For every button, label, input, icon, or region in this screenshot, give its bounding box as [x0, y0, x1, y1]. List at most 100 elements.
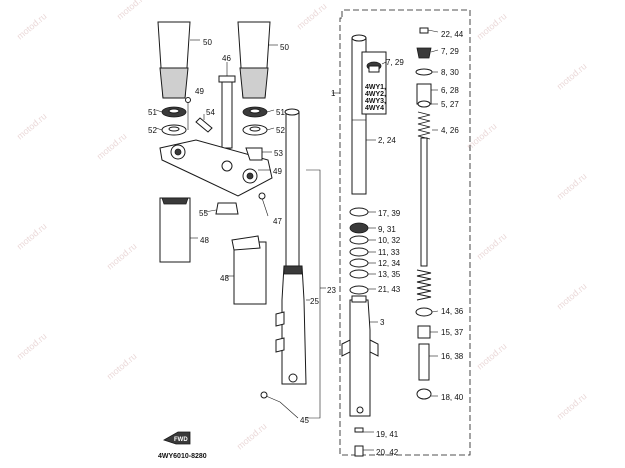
- fork-spring: [417, 111, 438, 140]
- inner-tube: [284, 108, 300, 271]
- bolt-47: [258, 192, 269, 217]
- rebound-spring: [416, 269, 432, 301]
- callout-c46: 46: [222, 54, 231, 63]
- watermark-text: motod.ru: [555, 391, 589, 421]
- callout-c53: 53: [274, 149, 283, 158]
- damper-rod: [420, 137, 428, 267]
- callout-c7_29b: 7, 29: [441, 47, 459, 56]
- lower-damper-parts: [415, 307, 439, 400]
- callout-c50b: 50: [280, 43, 289, 52]
- fork-assembly-frame: [339, 9, 471, 456]
- watermark-text: motod.ru: [555, 281, 589, 311]
- callout-c2_24: 2, 24: [378, 136, 396, 145]
- leader-7-29a: [381, 61, 387, 65]
- watermark-text: motod.ru: [95, 131, 129, 161]
- watermark-text: motod.ru: [295, 1, 329, 31]
- watermark-text: motod.ru: [105, 241, 139, 271]
- callout-labels: 50 50 46 49 51 54 51 52 52 53 49 47 55 48 48 23 25 45 1 7, …: [148, 30, 464, 457]
- model-label-2: 4WY2,: [365, 91, 386, 98]
- lower-cover-left: [159, 197, 198, 263]
- callout-c50a: 50: [203, 38, 212, 47]
- callout-c21_43: 21, 43: [378, 285, 401, 294]
- watermark-text: motod.ru: [15, 111, 49, 141]
- hose-guide-54: [195, 114, 213, 133]
- callout-c22_44: 22, 44: [441, 30, 464, 39]
- callout-c10_32: 10, 32: [378, 236, 401, 245]
- fork-cap-leaders: [427, 29, 439, 105]
- nut-55: [204, 202, 239, 215]
- bracket-53: [245, 147, 272, 161]
- fork-cap-bolt: [415, 27, 433, 108]
- bolt-49-top: [185, 97, 191, 130]
- callout-c48b: 48: [220, 274, 229, 283]
- callout-c49a: 49: [195, 87, 204, 96]
- callout-c51a: 51: [148, 108, 157, 117]
- watermark-text: motod.ru: [475, 231, 509, 261]
- watermark-text: motod.ru: [15, 11, 49, 41]
- callout-c55: 55: [199, 209, 208, 218]
- callout-c14_36: 14, 36: [441, 307, 464, 316]
- watermark-text: motod.ru: [15, 221, 49, 251]
- callout-c52a: 52: [148, 126, 157, 135]
- watermark-text: motod.ru: [555, 61, 589, 91]
- callout-c49b: 49: [273, 167, 282, 176]
- under-bracket: [159, 139, 273, 197]
- leader-23-bracket: [306, 169, 321, 419]
- callout-c23: 23: [327, 286, 336, 295]
- bearing-left: [161, 106, 187, 136]
- callout-c13_35: 13, 35: [378, 270, 401, 279]
- watermark-text: motod.ru: [15, 331, 49, 361]
- callout-c20_42: 20, 42: [376, 448, 399, 457]
- seal-stack: [349, 207, 369, 295]
- watermark-text: motod.ru: [235, 421, 269, 451]
- callout-c12_34: 12, 34: [378, 259, 401, 268]
- callout-c6_28: 6, 28: [441, 86, 459, 95]
- callout-c48a: 48: [200, 236, 209, 245]
- model-label-4: 4WY4: [365, 105, 384, 112]
- leader-51a: [155, 109, 163, 113]
- callout-c1: 1: [331, 89, 336, 98]
- callout-c4_26: 4, 26: [441, 126, 459, 135]
- callout-c51b: 51: [276, 108, 285, 117]
- lower-cover-right: [226, 235, 267, 305]
- callout-c45: 45: [300, 416, 309, 425]
- forward-direction-arrow: FWD: [163, 431, 191, 445]
- bottom-bolt: [354, 427, 374, 457]
- callout-c52b: 52: [276, 126, 285, 135]
- upper-cover-left: [157, 21, 191, 99]
- callout-c25: 25: [310, 297, 319, 306]
- watermark-text: motod.ru: [115, 0, 149, 22]
- callout-c9_31: 9, 31: [378, 225, 396, 234]
- callout-c5_27: 5, 27: [441, 100, 459, 109]
- upper-cover-right: [237, 21, 271, 99]
- watermark-text: motod.ru: [105, 351, 139, 381]
- model-variant-box: [361, 51, 387, 115]
- watermark-text: motod.ru: [475, 11, 509, 41]
- fork-outer-tube: [341, 295, 379, 417]
- leader-52b: [266, 127, 275, 131]
- callout-c3: 3: [380, 318, 385, 327]
- callout-c16_38: 16, 38: [441, 352, 464, 361]
- callout-c47: 47: [273, 217, 282, 226]
- callout-c19_41: 19, 41: [376, 430, 399, 439]
- diagram-code: 4WY6010-8280: [158, 453, 207, 460]
- callout-c8_30: 8, 30: [441, 68, 459, 77]
- callout-c15_37: 15, 37: [441, 328, 464, 337]
- seal-stack-leaders: [368, 211, 376, 290]
- callout-c18_40: 18, 40: [441, 393, 464, 402]
- leader-52a: [155, 127, 163, 131]
- bearing-right: [242, 106, 268, 136]
- model-label-3: 4WY3,: [365, 98, 386, 105]
- callout-c54: 54: [206, 108, 215, 117]
- model-label-1: 4WY1,: [365, 84, 386, 91]
- fwd-label: FWD: [174, 437, 188, 443]
- outer-tube: [275, 265, 307, 385]
- bolt-45: [260, 391, 299, 419]
- watermark-text: motod.ru: [475, 341, 509, 371]
- callout-c7_29a: 7, 29: [386, 58, 404, 67]
- callout-c11_33: 11, 33: [378, 248, 400, 257]
- leader-51b: [266, 109, 275, 113]
- watermark-text: motod.ru: [555, 171, 589, 201]
